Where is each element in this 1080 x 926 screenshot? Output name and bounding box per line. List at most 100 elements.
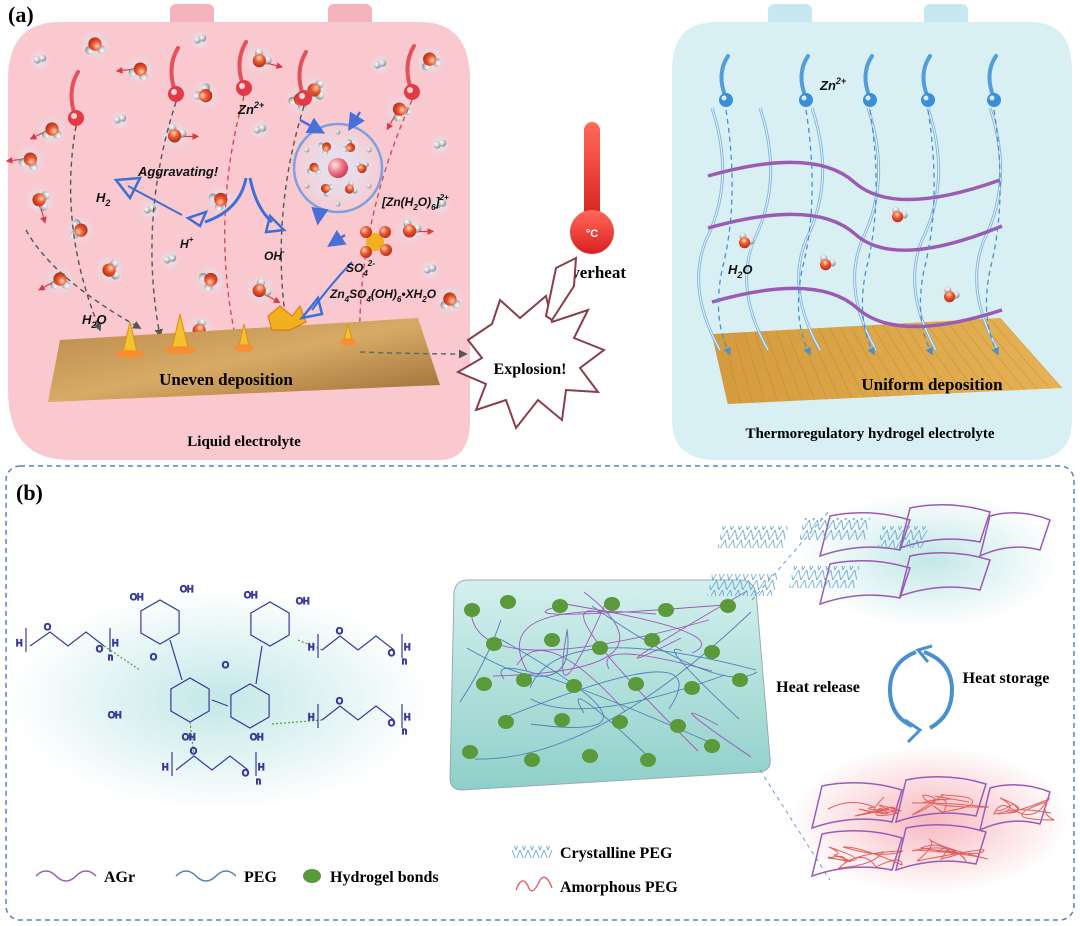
hydrogen-bond-dot — [464, 603, 480, 617]
peg-strand — [500, 667, 710, 743]
atom-label: O — [242, 768, 249, 778]
water-molecule — [194, 264, 226, 296]
crystalline-peg — [799, 518, 870, 540]
water-molecule — [5, 144, 46, 176]
hydrogen-bond-dot — [612, 715, 628, 729]
agr-cell — [810, 782, 903, 830]
atom-label: O — [190, 746, 197, 756]
arrow-aggravating — [127, 185, 183, 216]
hydrogen-bond-dot — [644, 633, 660, 647]
heat-release-label: Heat release — [776, 679, 860, 696]
zn-ion — [404, 44, 420, 100]
zn-ion-right — [797, 54, 813, 356]
atom-label: OH — [250, 732, 264, 742]
atom-label: H — [404, 642, 411, 652]
h-plus-label: H+ — [180, 235, 194, 251]
peg-chain — [321, 705, 395, 721]
water-molecule — [64, 214, 96, 246]
zn-ion-label-right: Zn2+ — [819, 76, 847, 93]
solvation-shell — [292, 122, 384, 214]
arrowhead-oh — [264, 213, 287, 234]
hydrogen-bond-dot — [498, 715, 514, 729]
hydrogel-block-network — [459, 590, 758, 767]
h2-molecule — [369, 54, 391, 76]
zn-anode-uniform — [712, 318, 1062, 404]
by-product-spot — [267, 305, 307, 331]
hydrogen-bond-dot — [500, 595, 516, 609]
hydrogen-bond-dot — [704, 645, 720, 659]
atom-label: OH — [244, 590, 258, 600]
hydrogen-bond-dot — [486, 637, 502, 651]
arrow-to-h — [204, 177, 248, 224]
legend-agr-label: AGr — [104, 869, 135, 886]
agr-cell — [894, 824, 987, 872]
heat-cycle-arrows — [887, 644, 955, 744]
water-molecule — [115, 54, 156, 86]
water-molecule — [885, 203, 911, 229]
bracket — [317, 634, 403, 658]
agr-cell — [894, 776, 987, 824]
zn-h2o-complex — [303, 129, 373, 207]
h2-molecule — [109, 109, 131, 131]
agr-cell — [810, 830, 903, 878]
legend-amorphous-swatch — [515, 876, 553, 892]
hydrogen-bond-dot — [732, 673, 748, 687]
hydrogen-bond — [103, 639, 323, 757]
atom-label: OH — [182, 732, 196, 742]
water-molecule — [315, 136, 337, 158]
agr-strand — [516, 650, 626, 712]
uniform-deposition-label: Uniform deposition — [861, 375, 1003, 394]
agr-strand — [606, 653, 713, 672]
thermometer-icon: °C — [570, 122, 614, 254]
agr-fiber — [707, 212, 1003, 252]
hydrogen-bond-dot — [670, 719, 686, 733]
h2-molecule — [139, 199, 161, 221]
atom-label: H — [112, 638, 119, 648]
complex-label: [Zn(H2O)6]2+ — [381, 193, 449, 212]
atom-label: O — [96, 644, 103, 654]
hydrogen-bond-dot — [524, 753, 540, 767]
water-molecule — [79, 29, 111, 61]
water-molecule — [339, 178, 361, 200]
peg-chain — [321, 635, 395, 651]
water-molecule — [434, 284, 466, 316]
hydrogen-bond-dot — [640, 753, 656, 767]
arrow-so4-in — [327, 229, 347, 247]
panel-a-left: Zn2+ Aggravating! H2 H+ OH- [Zn(H2O)6]2+… — [5, 4, 470, 460]
atom-label: O — [336, 696, 343, 706]
amorphous-peg — [911, 793, 990, 816]
hydrogel-electrolyte-caption: Thermoregulatory hydrogel electrolyte — [745, 426, 994, 442]
water-molecule — [351, 157, 373, 179]
atom-label: n — [402, 656, 407, 666]
h2o-label-left: H2O — [82, 312, 107, 330]
bracket — [25, 628, 111, 652]
h2-molecule — [429, 194, 451, 216]
zn-ions-right — [717, 54, 1001, 356]
amorphous-peg — [827, 796, 902, 817]
hydrogen-bond-dot — [462, 745, 478, 759]
hydrogen-bond-dot — [604, 597, 620, 611]
peg-strand — [499, 638, 604, 728]
peg-strand — [505, 671, 680, 718]
legend-peg-swatch — [175, 870, 237, 882]
hydrogen-bond-dot — [552, 599, 568, 613]
zn-ion — [68, 70, 84, 126]
agr-cell — [898, 552, 991, 598]
atom-label: O — [44, 622, 51, 632]
atom-label: O — [388, 718, 395, 728]
h2-molecule — [159, 249, 181, 271]
water-molecule — [29, 114, 68, 146]
water-molecule — [315, 178, 337, 200]
sugar-ring — [230, 683, 270, 729]
agr-fiber — [711, 286, 1003, 329]
electrode-grid — [711, 317, 1063, 405]
hydrogen-bond-dot — [684, 681, 700, 695]
atom-label: H — [308, 712, 315, 722]
water-molecule — [244, 44, 284, 76]
peg-strand — [577, 698, 655, 763]
explosion-label: Explosion! — [494, 361, 567, 378]
h2-molecule — [429, 134, 451, 156]
so4-label: SO42- — [346, 259, 375, 278]
amorphous-state — [790, 746, 1070, 894]
